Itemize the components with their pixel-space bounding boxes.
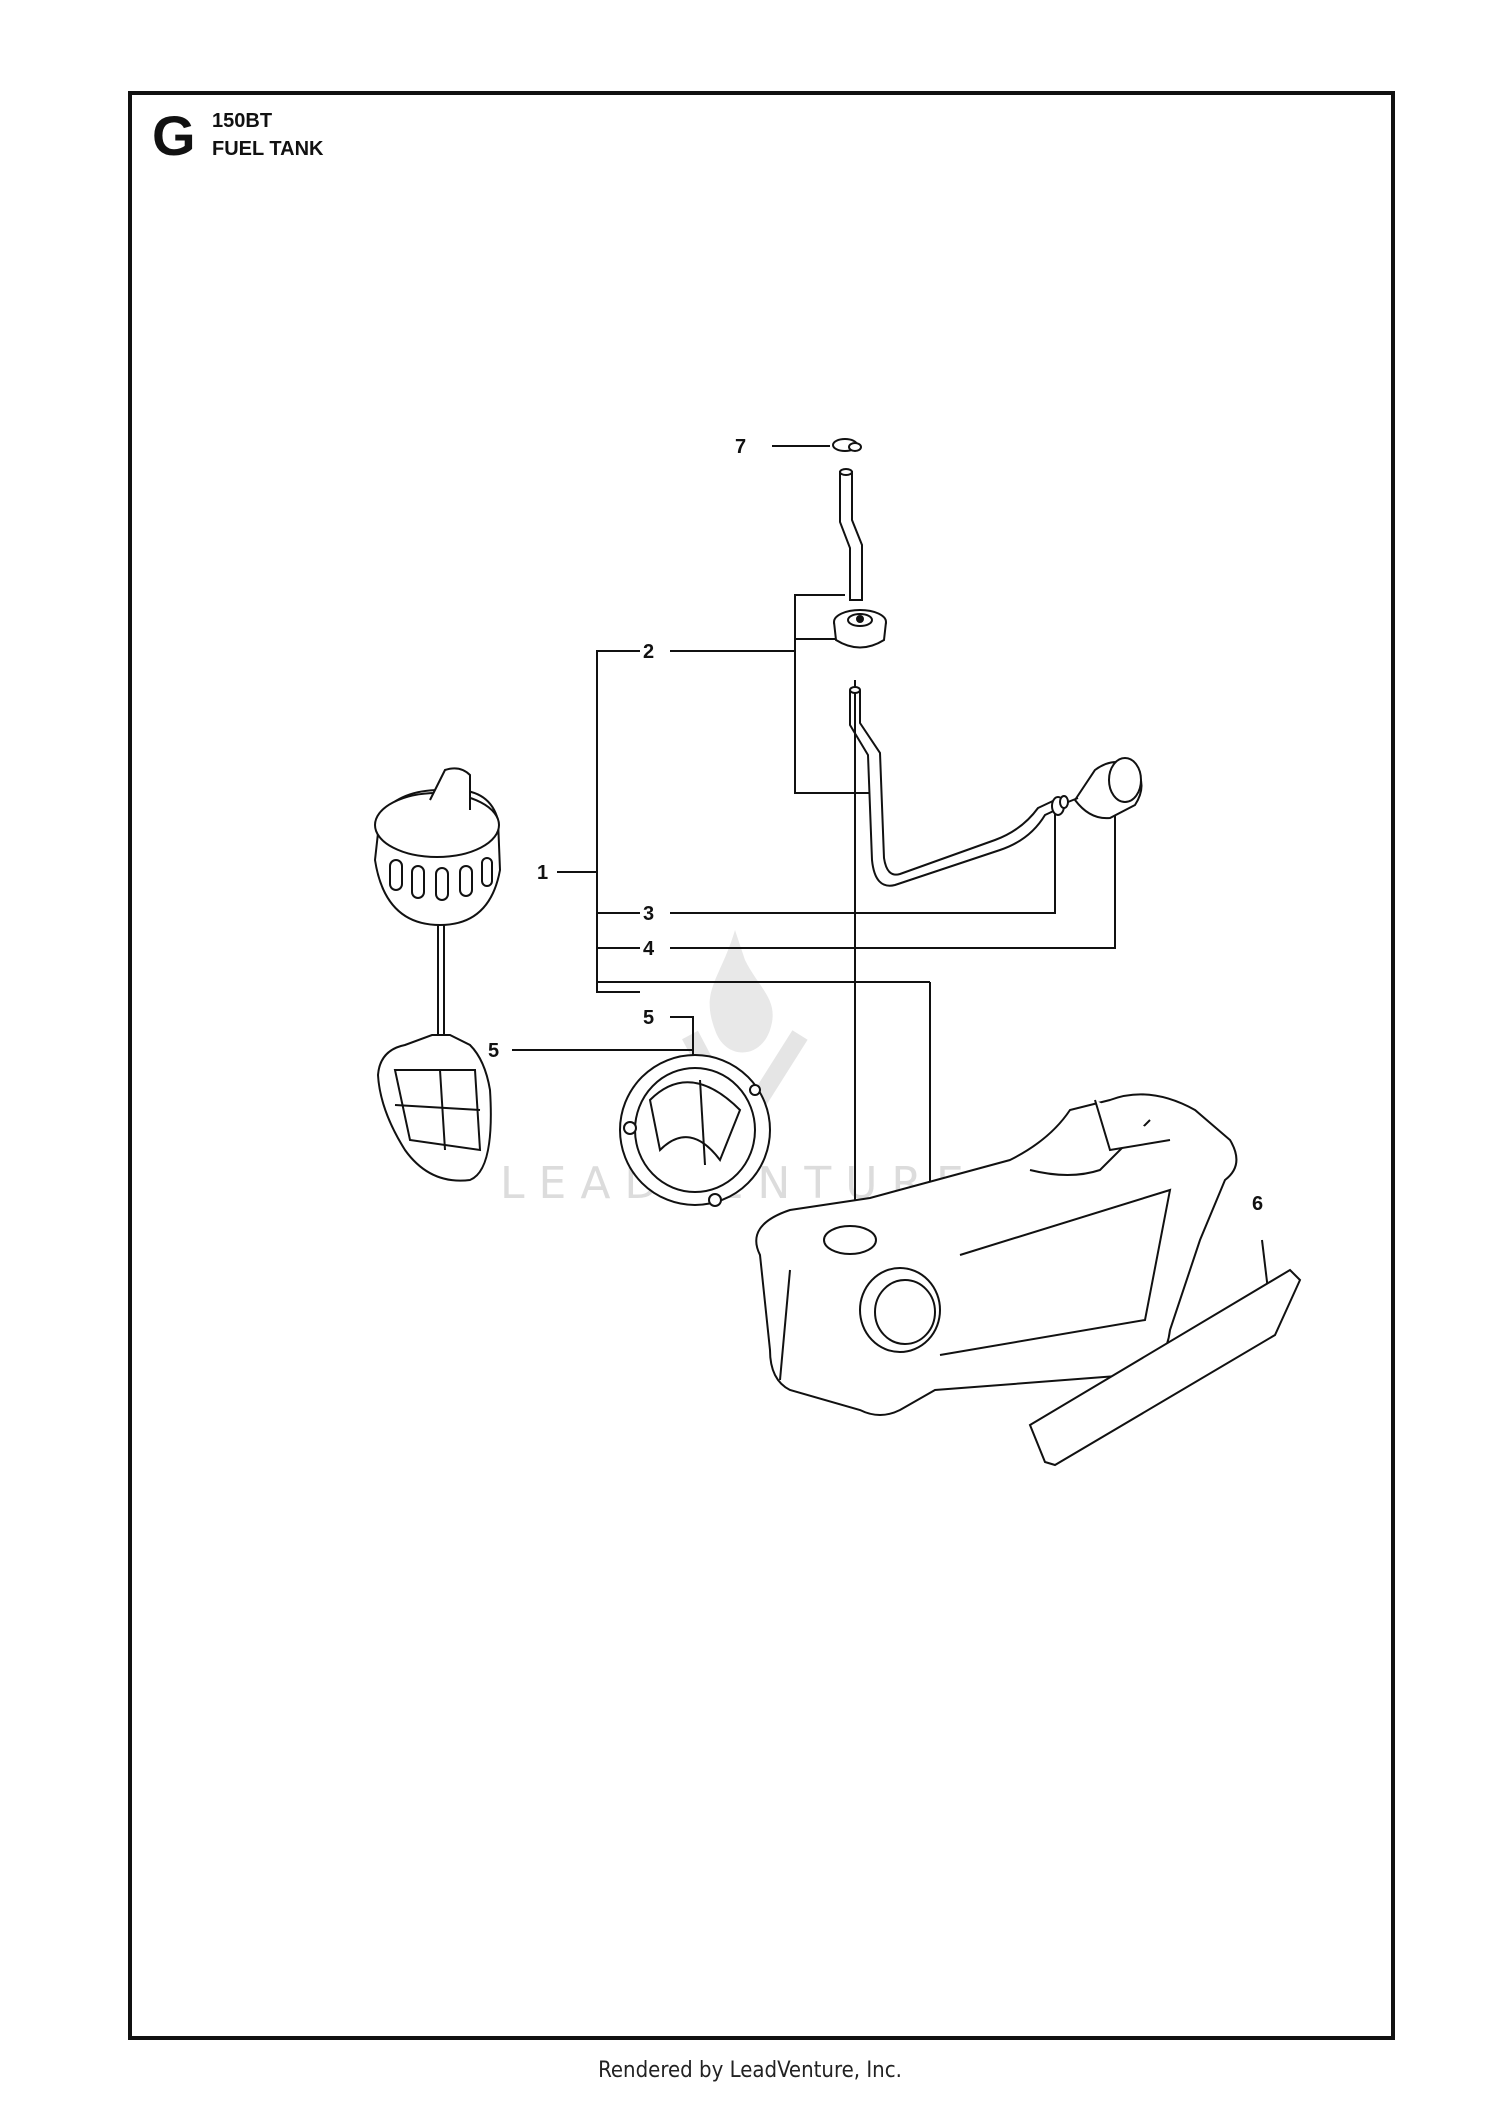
diagram-frame [128,91,1395,2040]
callout-1[interactable]: 1 [537,862,548,884]
callout-7[interactable]: 7 [735,436,746,458]
callout-5a[interactable]: 5 [488,1040,499,1062]
callout-3[interactable]: 3 [643,903,654,925]
section-letter: G [152,104,196,167]
model-number: 150BT [212,110,273,132]
render-credit: Rendered by LeadVenture, Inc. [598,2058,902,2083]
part-5-cap-filter [376,1034,492,1182]
callout-5b[interactable]: 5 [643,1007,654,1029]
part-breather-hose [839,468,863,601]
callout-4[interactable]: 4 [643,938,655,960]
part-4-fuel-filter [1067,757,1143,820]
callout-6[interactable]: 6 [1252,1193,1263,1215]
part-fuel-hose [849,686,1061,887]
part-3-hose-clip [1051,795,1069,816]
part-6-decal [1028,1268,1302,1467]
part-fuel-tank [755,1093,1238,1416]
part-7-hose-clamp [832,438,862,452]
part-2-grommet [833,609,887,649]
watermark-flame-icon [709,930,773,1053]
part-5-cap-disk [619,1054,771,1207]
part-fuel-cap [373,767,502,1035]
callout-2[interactable]: 2 [643,641,654,663]
diagram-title: FUEL TANK [212,138,324,160]
